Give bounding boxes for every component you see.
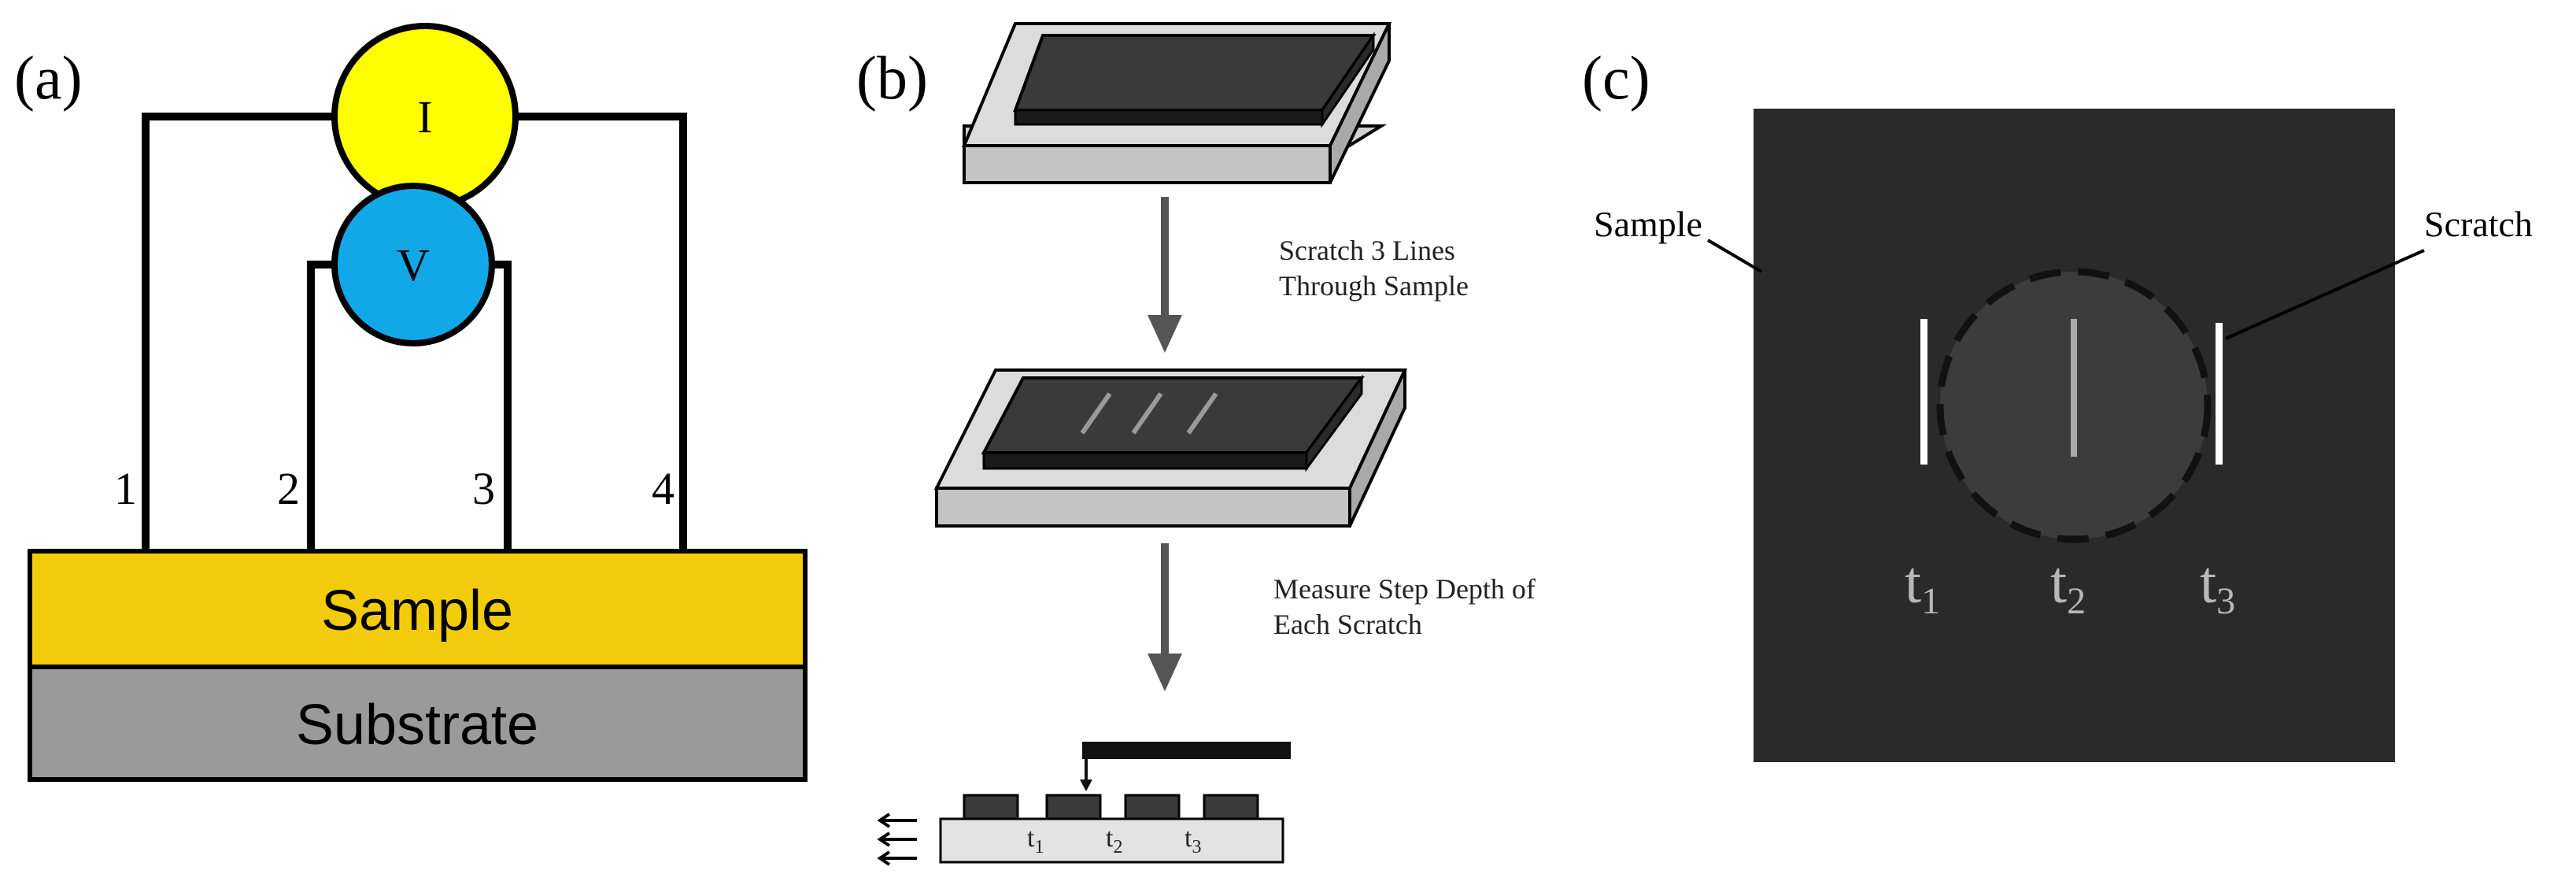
substrate-layer (28, 665, 808, 782)
film-segment-1 (963, 794, 1019, 820)
sample-slab-scratched (933, 368, 1408, 528)
step-label-t3: t3 (1185, 824, 1201, 857)
current-meter-label: I (417, 91, 432, 143)
scratch-1 (1920, 319, 1927, 465)
step1-text-line2: Through Sample (1279, 270, 1469, 302)
stylus-tip (1080, 779, 1092, 791)
profilometer-arm (1082, 742, 1291, 759)
step1-text-line1: Scratch 3 Lines (1279, 235, 1455, 266)
substrate-cross-section (939, 817, 1284, 864)
scratch-line-2 (1131, 392, 1163, 435)
panel-c: (c) Sample Scratch t1 t2 t3 (1582, 43, 2533, 762)
photo-label-t1: t1 (1905, 550, 1940, 622)
photo-label-t2: t2 (2050, 550, 2086, 622)
panel-a: (a) I V 1 2 3 4 Sample Substrate (14, 23, 808, 782)
sample-slab-before (961, 22, 1392, 184)
process-arrow-2-head (1148, 654, 1182, 691)
scratch-line-1 (1080, 392, 1112, 435)
scratch-leader-line (2225, 249, 2425, 340)
process-arrow-1-head (1148, 315, 1182, 353)
current-circuit-wire (142, 113, 687, 551)
profilometer-cross-section: t1 t2 t3 (877, 742, 1291, 866)
sample-layer-label: Sample (321, 580, 513, 642)
substrate-layer-label: Substrate (296, 694, 538, 757)
voltage-meter (331, 183, 495, 346)
step2-text-line1: Measure Step Depth of (1273, 573, 1536, 605)
scratch-2 (2071, 319, 2077, 457)
sample-leader-line (1706, 239, 1763, 273)
step-label-t1: t1 (1027, 824, 1044, 857)
probe-label-3: 3 (472, 463, 495, 514)
panel-b: (b) Scratch 3 Lines Through Sample (856, 22, 1536, 866)
film-segment-4 (1203, 794, 1259, 820)
probe-label-1: 1 (114, 463, 137, 514)
panel-a-label: (a) (14, 43, 83, 112)
panel-b-label: (b) (856, 43, 928, 112)
scratch-3 (2216, 323, 2223, 465)
voltage-meter-label: V (397, 239, 430, 291)
scratch-line-3 (1186, 392, 1218, 435)
scan-direction-arrows (877, 813, 917, 866)
photo-label-t3: t3 (2200, 550, 2235, 622)
sample-layer (28, 549, 808, 669)
step-label-t2: t2 (1106, 824, 1122, 857)
probe-label-4: 4 (652, 463, 674, 514)
film-segment-2 (1045, 794, 1102, 820)
scratch-callout-label: Scratch (2424, 204, 2533, 244)
sample-callout-label: Sample (1594, 204, 1702, 244)
probe-label-2: 2 (277, 463, 300, 514)
film-segment-3 (1124, 794, 1181, 820)
panel-c-label: (c) (1582, 43, 1650, 112)
step2-text-line2: Each Scratch (1273, 609, 1422, 640)
